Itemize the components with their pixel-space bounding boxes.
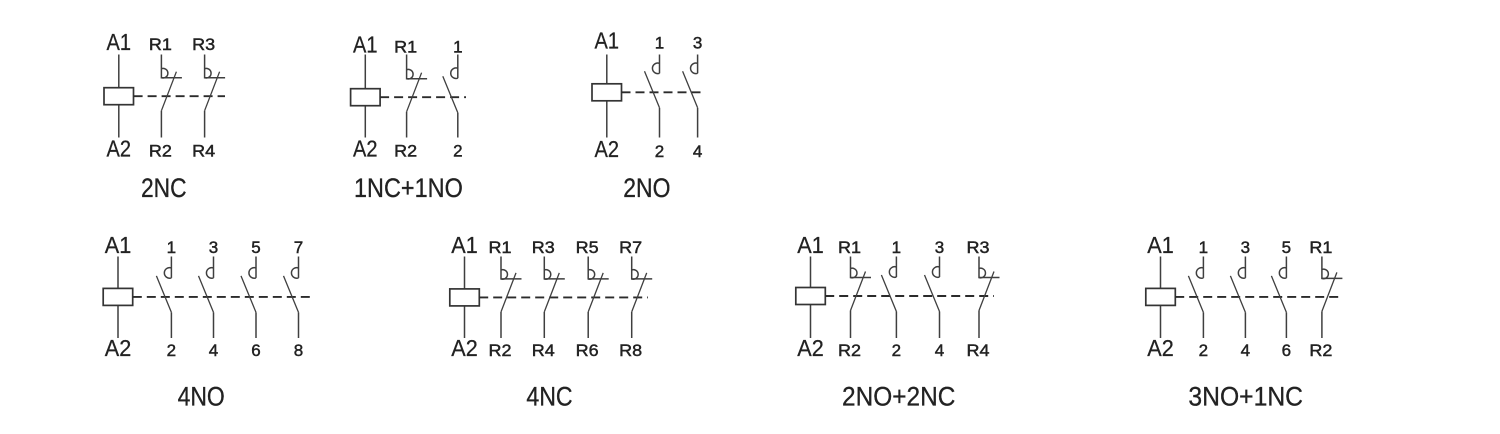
svg-text:1NC+1NO: 1NC+1NO — [354, 173, 463, 203]
svg-text:2NO+2NC: 2NO+2NC — [842, 381, 955, 411]
svg-text:R1: R1 — [149, 35, 172, 54]
svg-text:1: 1 — [892, 238, 901, 257]
svg-text:R4: R4 — [192, 141, 215, 160]
svg-text:2: 2 — [655, 142, 664, 161]
svg-text:4NO: 4NO — [178, 381, 225, 411]
svg-text:A2: A2 — [451, 335, 478, 361]
svg-text:4: 4 — [1241, 341, 1250, 360]
svg-text:4: 4 — [693, 142, 702, 161]
svg-text:A2: A2 — [105, 335, 132, 361]
svg-text:R1: R1 — [489, 238, 512, 257]
svg-text:R1: R1 — [838, 238, 861, 257]
svg-text:5: 5 — [1282, 238, 1291, 257]
svg-text:2: 2 — [453, 141, 462, 160]
svg-text:R1: R1 — [1309, 238, 1332, 257]
svg-text:8: 8 — [294, 341, 303, 360]
svg-text:2: 2 — [1199, 341, 1208, 360]
svg-text:R3: R3 — [532, 238, 555, 257]
svg-text:R3: R3 — [967, 238, 990, 257]
svg-text:3: 3 — [209, 238, 218, 257]
svg-text:3: 3 — [935, 238, 944, 257]
svg-text:3: 3 — [1241, 238, 1250, 257]
svg-text:1: 1 — [655, 34, 664, 53]
svg-text:A2: A2 — [797, 335, 824, 361]
svg-text:A2: A2 — [353, 135, 378, 161]
svg-text:1: 1 — [167, 238, 176, 257]
svg-text:R2: R2 — [1309, 341, 1332, 360]
svg-text:A2: A2 — [107, 135, 132, 161]
svg-text:5: 5 — [251, 238, 260, 257]
svg-text:A1: A1 — [105, 232, 132, 258]
svg-text:2NO: 2NO — [623, 173, 670, 203]
svg-text:R2: R2 — [394, 141, 417, 160]
svg-text:1: 1 — [1199, 238, 1208, 257]
svg-text:6: 6 — [1282, 341, 1291, 360]
svg-text:A1: A1 — [451, 232, 478, 258]
svg-text:R4: R4 — [532, 341, 555, 360]
svg-text:4: 4 — [209, 341, 218, 360]
svg-text:6: 6 — [251, 341, 260, 360]
svg-text:R2: R2 — [838, 341, 861, 360]
svg-text:A1: A1 — [107, 29, 132, 55]
svg-text:R1: R1 — [394, 37, 417, 56]
svg-text:R2: R2 — [489, 341, 512, 360]
svg-text:A1: A1 — [1147, 232, 1174, 258]
svg-text:A1: A1 — [797, 232, 824, 258]
svg-text:2NC: 2NC — [141, 173, 187, 203]
svg-text:A1: A1 — [353, 31, 378, 57]
svg-text:4NC: 4NC — [526, 381, 572, 411]
svg-text:A2: A2 — [595, 136, 620, 162]
svg-text:R4: R4 — [967, 341, 990, 360]
svg-text:R2: R2 — [149, 141, 172, 160]
svg-text:A2: A2 — [1147, 335, 1174, 361]
svg-text:1: 1 — [453, 37, 462, 56]
svg-text:R5: R5 — [576, 238, 599, 257]
svg-text:4: 4 — [935, 341, 944, 360]
svg-text:2: 2 — [167, 341, 176, 360]
svg-text:3: 3 — [693, 34, 702, 53]
svg-text:R7: R7 — [619, 238, 642, 257]
svg-text:R6: R6 — [576, 341, 599, 360]
svg-text:R8: R8 — [619, 341, 642, 360]
svg-text:A1: A1 — [595, 28, 620, 54]
svg-text:3NO+1NC: 3NO+1NC — [1188, 381, 1303, 411]
svg-text:2: 2 — [892, 341, 901, 360]
svg-text:R3: R3 — [192, 35, 215, 54]
svg-text:7: 7 — [294, 238, 303, 257]
